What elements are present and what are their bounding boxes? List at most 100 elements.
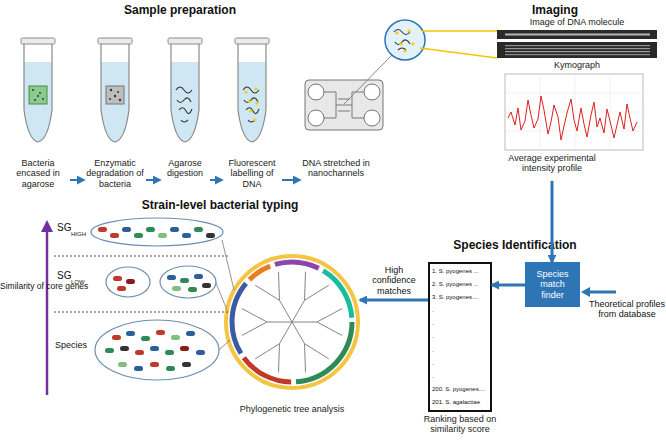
species-group-part <box>171 335 180 340</box>
tube-agarose-part <box>32 89 34 91</box>
tree-node: Phylogenetic tree analysis <box>224 254 360 414</box>
tube-labelling-part <box>235 38 269 142</box>
ranking-item: . <box>432 347 488 354</box>
axis-label: Similarity of core genes <box>0 282 44 292</box>
species-group-part <box>180 346 189 351</box>
tube-labelling-part <box>247 99 250 102</box>
zoom-leader <box>422 30 497 32</box>
step-caption: Bacteria encased in agarose <box>6 158 70 202</box>
nanochannel-chip <box>305 80 383 130</box>
ranking-item: . <box>432 360 488 367</box>
strain-group-part <box>126 279 135 284</box>
kymograph-image-part <box>505 48 650 49</box>
tube-labelling-part <box>244 90 247 93</box>
strain-group-part <box>122 227 131 232</box>
level-divider <box>54 256 228 312</box>
phylogenetic-tree-part <box>242 272 342 372</box>
section-heading: Imaging <box>500 3 610 17</box>
strain-group-part <box>206 233 215 238</box>
intensity-plot <box>505 74 643 150</box>
zoom-circle-part <box>399 42 402 45</box>
strain-group-part <box>91 218 223 246</box>
image-caption: Kymograph <box>517 60 637 72</box>
zoom-circle-part <box>395 31 398 34</box>
tube-agarose-part <box>29 86 47 104</box>
species-group-part <box>186 331 195 336</box>
species-group <box>95 320 219 380</box>
tube-agarose-part <box>39 92 41 94</box>
section-heading: Sample preparation <box>95 3 265 17</box>
strain-group-part <box>182 233 191 238</box>
strain-group <box>91 218 223 246</box>
zoom-circle-part <box>411 42 414 45</box>
nanochannel-chip-part <box>308 84 324 100</box>
strain-group <box>106 266 216 298</box>
phylogenetic-tree-part <box>232 262 352 382</box>
strain-group-part <box>134 233 143 238</box>
intensity-plot-part <box>505 74 643 150</box>
kymograph-image <box>497 42 657 58</box>
similarity-arrow-part <box>41 220 53 232</box>
tube-degradation-part <box>98 38 132 142</box>
section-heading: Species Identification <box>430 238 600 252</box>
tube-digestion-part <box>168 38 202 142</box>
tube-degradation-part <box>106 86 124 104</box>
tube-labelling-part <box>253 118 256 121</box>
tube-agarose-part <box>34 99 36 101</box>
zoom-circle-part <box>385 20 425 60</box>
database-arrow <box>588 291 616 294</box>
species-group-part <box>141 336 150 341</box>
step-caption: Fluorescent labelling of DNA <box>222 158 282 202</box>
strain-group-part <box>172 286 181 291</box>
nanochannel-chip-part <box>364 110 380 126</box>
ranking-item: . <box>432 373 488 380</box>
tube-agarose-part <box>21 38 55 142</box>
species-group-part <box>118 362 127 367</box>
phylogenetic-tree-part <box>232 262 352 382</box>
node-text: Phylogenetic tree analysis <box>240 404 345 414</box>
kymograph-image-part <box>505 45 650 46</box>
tube-labelling <box>235 38 269 142</box>
tree-leader-part <box>222 240 234 290</box>
zoom-leader <box>420 48 497 58</box>
node-text: Agarose digestion <box>160 158 210 179</box>
strain-group-part <box>110 233 119 238</box>
tube-digestion-part <box>176 87 192 122</box>
node-text: Fluorescent labelling of DNA <box>222 158 282 189</box>
ranking-item: 1. S. pyogenes ... <box>432 268 488 275</box>
strain-group-part <box>113 276 122 281</box>
zoom-leader <box>344 55 392 104</box>
step-caption: DNA stretched in nanochannels <box>300 158 372 202</box>
flow-arrow <box>492 284 525 287</box>
ranking-item: 201. S. agalactiae <box>432 399 488 406</box>
strain-group-part <box>170 227 179 232</box>
species-group-part <box>105 348 114 353</box>
tube-degradation <box>98 38 132 142</box>
strain-group-part <box>167 275 176 280</box>
tube-degradation-part <box>117 91 119 93</box>
node-text: Enzymatic degradation of bacteria <box>84 158 146 189</box>
strain-group-part <box>117 286 126 291</box>
species-group-part <box>150 346 159 351</box>
strain-group-part <box>202 283 211 288</box>
strain-group-part <box>194 274 203 279</box>
tree-leader-part <box>219 340 230 350</box>
ranking-list-box: 1. S. pyogenes ...2. S. pyogenes ...3. S… <box>428 262 492 412</box>
strain-group-part <box>98 227 107 232</box>
molecule-image-part <box>497 30 657 39</box>
tube-labelling-part <box>243 87 259 122</box>
tube-labelling-part <box>255 101 258 104</box>
section-heading: Strain-level bacterial typing <box>120 198 320 212</box>
tube-digestion <box>168 38 202 142</box>
phylogenetic-tree-part <box>232 262 352 382</box>
phylogenetic-tree-part <box>232 262 352 382</box>
tube-degradation-part <box>119 99 121 101</box>
species-group-part <box>126 331 135 336</box>
intensity-plot-part <box>505 74 643 150</box>
tree-leader-part <box>216 283 227 310</box>
kymograph-image-part <box>505 51 650 52</box>
zoom-circle-part <box>394 30 410 51</box>
zoom-circle-part <box>407 29 410 32</box>
